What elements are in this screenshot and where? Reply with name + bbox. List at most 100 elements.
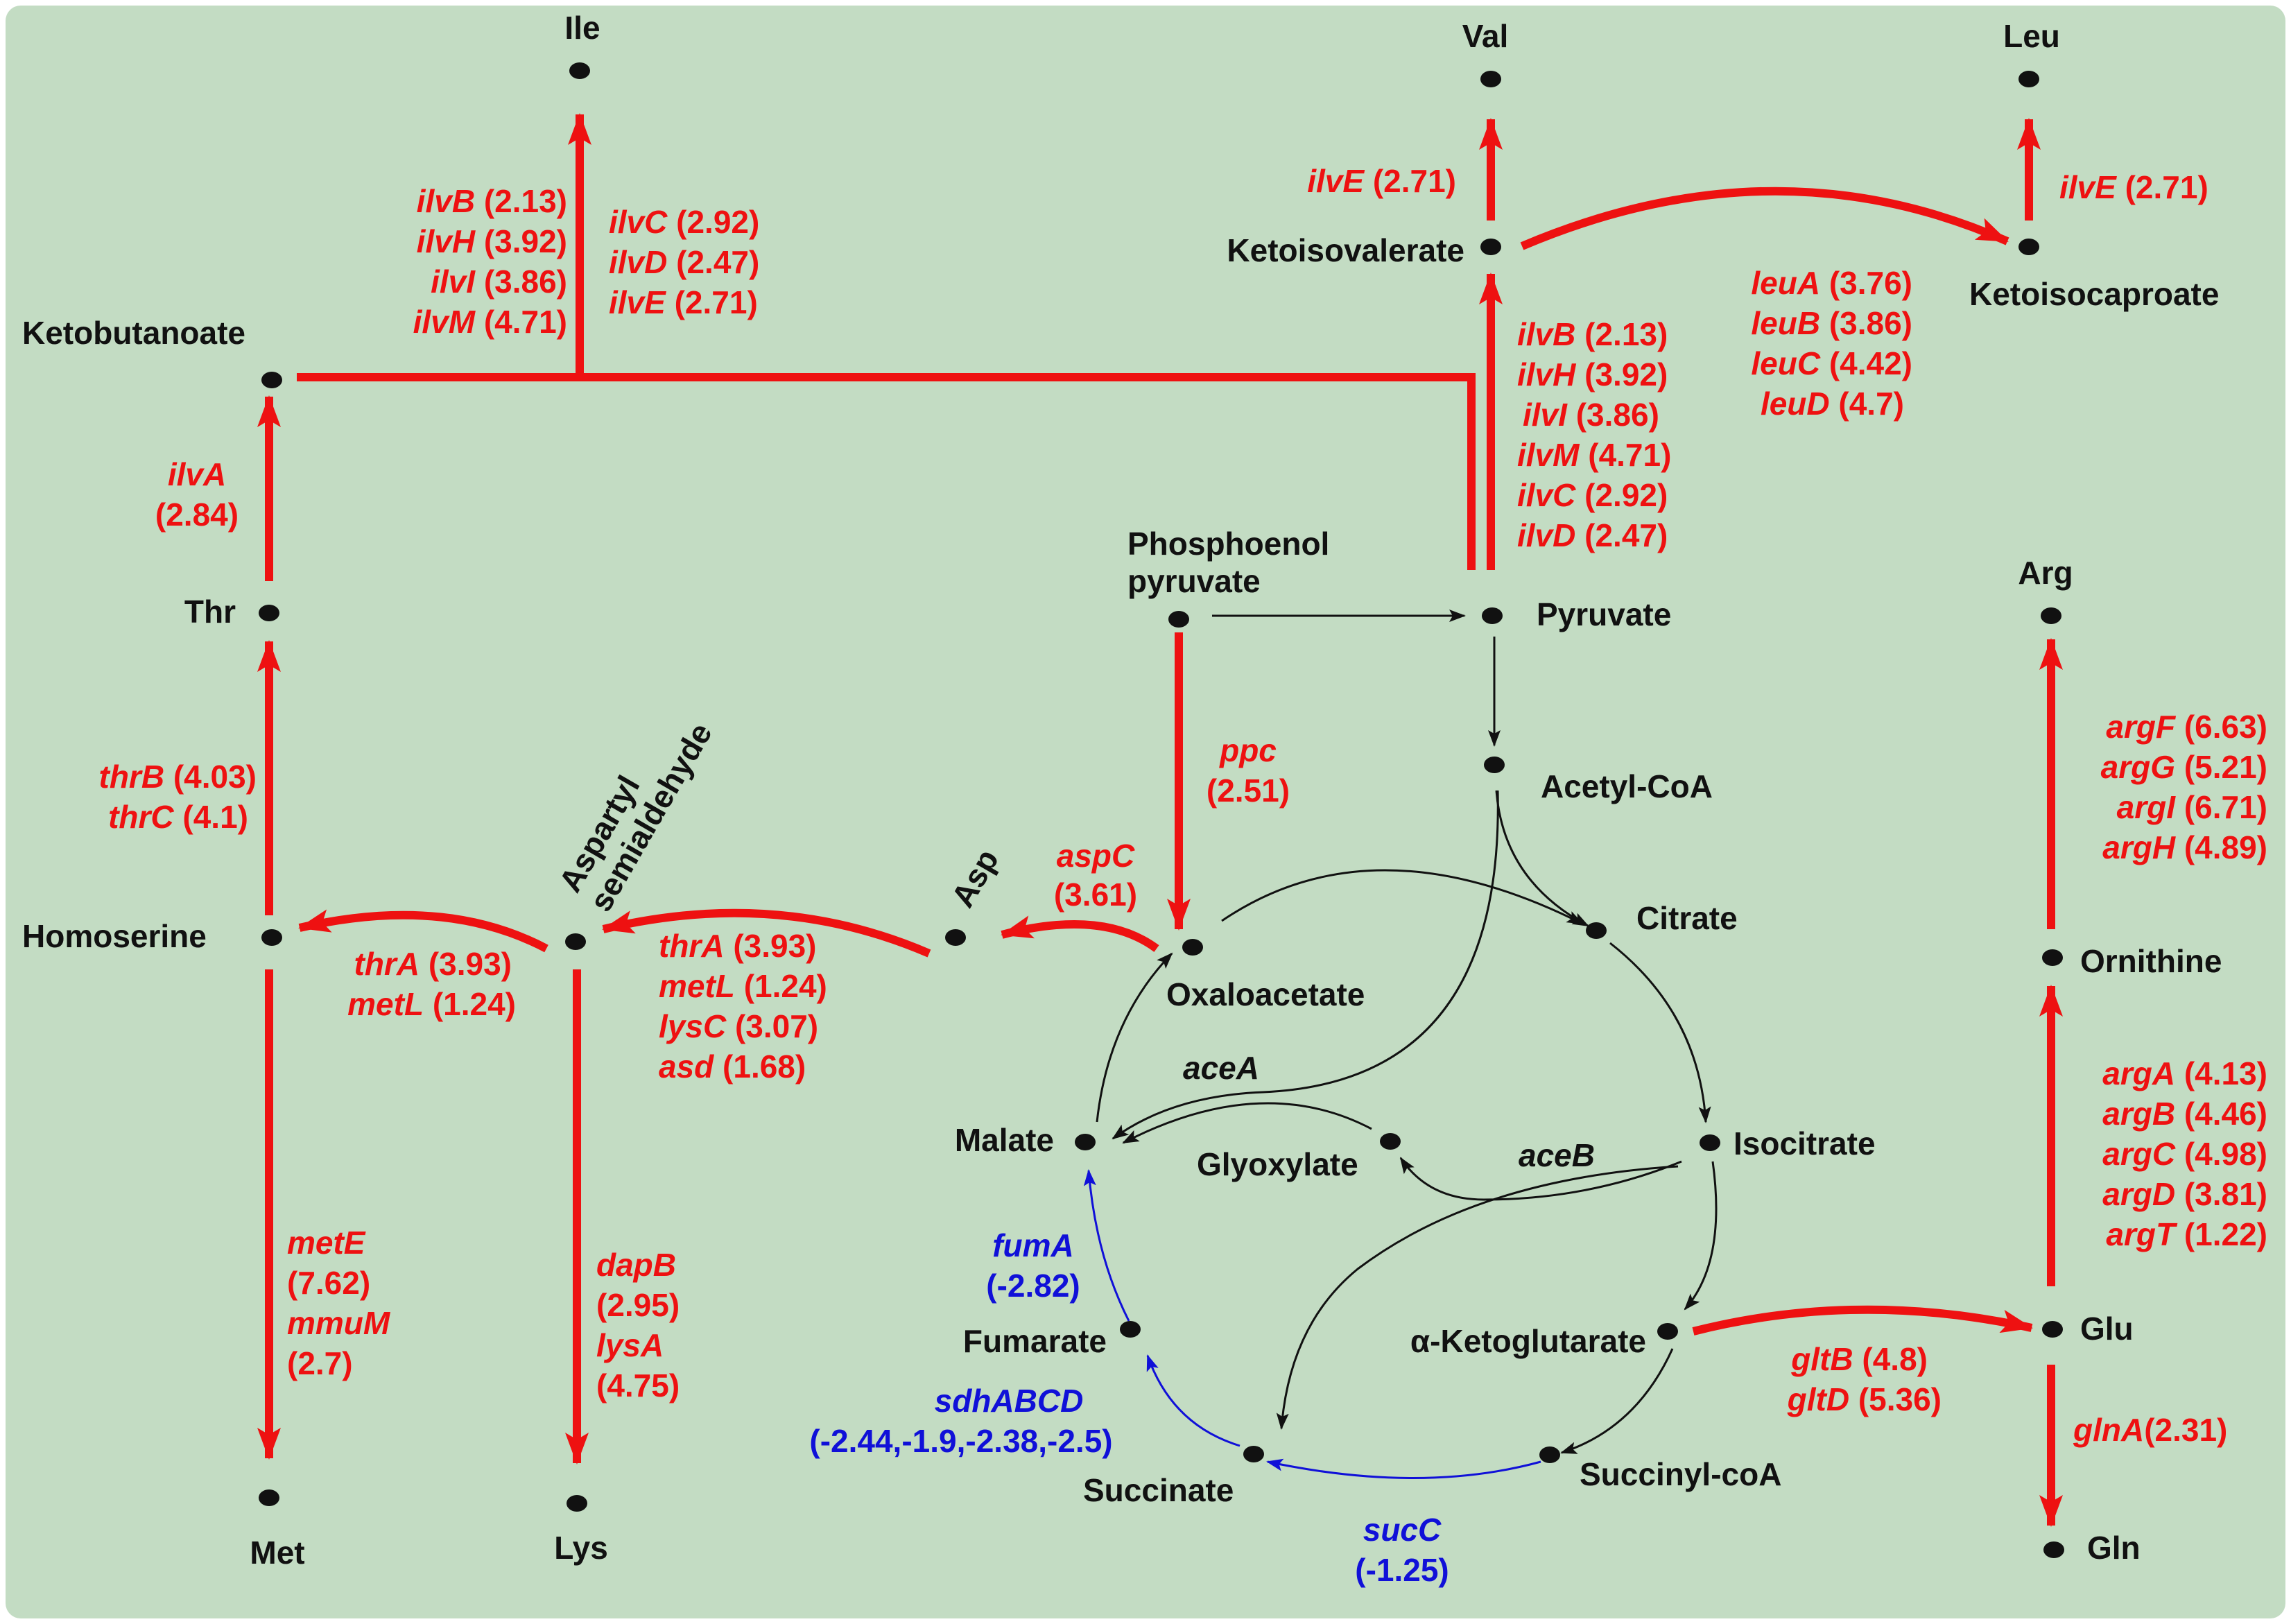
gene-pyr-up-4: ilvM (4.71) bbox=[1517, 437, 1671, 473]
label-pep-1: Phosphoenol bbox=[1127, 526, 1329, 562]
arrow-akg-to-succinylcoa bbox=[1560, 1348, 1674, 1454]
downregulated-arrows bbox=[1083, 1169, 1541, 1479]
gene-arg-lower-5: argT (1.22) bbox=[2106, 1216, 2267, 1252]
node-lys bbox=[567, 1495, 587, 1512]
gene-lys-1: dapB bbox=[596, 1247, 676, 1283]
node-ketobutanoate bbox=[261, 372, 282, 388]
gene-aspC-value: (3.61) bbox=[1054, 876, 1137, 913]
node-glyoxylate bbox=[1380, 1133, 1401, 1150]
node-asp bbox=[945, 929, 966, 946]
label-gln: Gln bbox=[2087, 1530, 2141, 1566]
node-malate bbox=[1075, 1134, 1096, 1150]
gene-aceA: aceA bbox=[1183, 1050, 1259, 1086]
gene-pyr-up-3: ilvI (3.86) bbox=[1523, 397, 1659, 433]
gene-sdhABCD-name: sdhABCD bbox=[935, 1383, 1084, 1419]
node-arg bbox=[2041, 607, 2061, 624]
node-ile bbox=[569, 62, 590, 79]
label-arg: Arg bbox=[2018, 555, 2073, 591]
gene-met-3: mmuM bbox=[287, 1305, 391, 1341]
node-ketoisovalerate bbox=[1480, 239, 1501, 255]
gene-met-4: (2.7) bbox=[287, 1345, 353, 1381]
gene-pyr-up-1: ilvB (2.13) bbox=[1517, 316, 1668, 352]
arrow-malate-to-oxaloacetate bbox=[1096, 952, 1173, 1123]
label-lys: Lys bbox=[554, 1530, 608, 1566]
arrow-isocitrate-to-glyoxylate-aceB bbox=[1399, 1157, 1682, 1201]
gene-aspsa-4: asd (1.68) bbox=[659, 1048, 806, 1085]
gene-ile-right-3: ilvE (2.71) bbox=[609, 284, 758, 320]
label-homoserine: Homoserine bbox=[22, 918, 207, 954]
label-fumarate: Fumarate bbox=[963, 1323, 1107, 1359]
gene-glnA: glnA(2.31) bbox=[2073, 1412, 2227, 1448]
gene-thr-2: thrC (4.1) bbox=[108, 799, 248, 835]
gene-pyr-up-2: ilvH (3.92) bbox=[1517, 356, 1668, 392]
gene-aspsa-1: thrA (3.93) bbox=[659, 928, 817, 964]
arrow-aspsa-to-homoserine bbox=[298, 909, 548, 953]
gene-aspsa-3: lysC (3.07) bbox=[659, 1008, 818, 1044]
node-gln bbox=[2043, 1541, 2064, 1558]
gene-labels-downregulated: fumA (-2.82) sdhABCD (-2.44,-1.9,-2.38,-… bbox=[809, 1227, 1449, 1588]
node-thr bbox=[259, 605, 279, 621]
node-homoserine bbox=[261, 929, 282, 946]
gene-ile-left-4: ilvM (4.71) bbox=[413, 304, 567, 340]
arrow-oxaloacetate-to-citrate bbox=[1221, 869, 1584, 925]
label-thr: Thr bbox=[184, 594, 236, 630]
arrow-succinate-to-fumarate bbox=[1146, 1354, 1240, 1447]
gene-ppc-name: ppc bbox=[1218, 732, 1277, 768]
gene-aspsa-2: metL (1.24) bbox=[659, 968, 827, 1004]
gene-arg-lower-4: argD (3.81) bbox=[2102, 1176, 2267, 1212]
label-leu: Leu bbox=[2003, 18, 2060, 54]
label-ile: Ile bbox=[564, 10, 600, 46]
label-met: Met bbox=[250, 1535, 304, 1571]
label-succinylcoa: Succinyl-coA bbox=[1580, 1456, 1781, 1492]
label-glyoxylate: Glyoxylate bbox=[1197, 1146, 1358, 1182]
gene-ile-left-1: ilvB (2.13) bbox=[417, 183, 567, 219]
gene-ile-right-1: ilvC (2.92) bbox=[609, 204, 759, 240]
node-succinate bbox=[1243, 1446, 1264, 1462]
pathway-arrows bbox=[1096, 610, 1718, 1454]
label-val: Val bbox=[1462, 18, 1509, 54]
arrow-isocitrate-to-succinate bbox=[1276, 1165, 1679, 1430]
gene-ilvA-value: (2.84) bbox=[155, 496, 239, 533]
gene-homoserine-2: metL (1.24) bbox=[347, 986, 516, 1022]
gene-leu-branch-4: leuD (4.7) bbox=[1761, 386, 1904, 422]
arrow-succinylcoa-to-succinate bbox=[1266, 1458, 1541, 1479]
gene-lys-3: lysA bbox=[596, 1327, 664, 1363]
label-ketobutanoate: Ketobutanoate bbox=[22, 315, 245, 351]
gene-ile-left-2: ilvH (3.92) bbox=[417, 223, 567, 259]
label-akg: α-Ketoglutarate bbox=[1410, 1323, 1646, 1359]
label-citrate: Citrate bbox=[1636, 900, 1738, 936]
arrow-ketoisovalerate-to-ketoisocaproate bbox=[1520, 187, 2009, 250]
gene-pyr-up-5: ilvC (2.92) bbox=[1517, 477, 1668, 513]
gene-sucC-name: sucC bbox=[1363, 1512, 1442, 1548]
metabolite-nodes bbox=[259, 62, 2064, 1558]
node-ornithine bbox=[2042, 949, 2063, 966]
label-ketoisovalerate: Ketoisovalerate bbox=[1227, 232, 1464, 268]
arrow-ketobutanoate-to-pyruvate bbox=[297, 373, 1476, 570]
node-succinylcoa bbox=[1539, 1446, 1560, 1463]
gene-sdhABCD-value: (-2.44,-1.9,-2.38,-2.5) bbox=[809, 1423, 1112, 1459]
node-citrate bbox=[1586, 922, 1607, 939]
gene-homoserine-1: thrA (3.93) bbox=[354, 946, 512, 982]
label-succinate: Succinate bbox=[1083, 1472, 1234, 1508]
label-malate: Malate bbox=[955, 1122, 1054, 1158]
gene-labels-upregulated: ilvB (2.13) ilvH (3.92) ilvI (3.86) ilvM… bbox=[99, 163, 2268, 1448]
gene-lys-2: (2.95) bbox=[596, 1287, 680, 1323]
gene-leu-branch-2: leuB (3.86) bbox=[1751, 305, 1912, 341]
label-isocitrate: Isocitrate bbox=[1734, 1125, 1876, 1161]
node-aspsa bbox=[565, 933, 586, 950]
gene-ile-left-3: ilvI (3.86) bbox=[431, 264, 567, 300]
gene-glu-1: gltB (4.8) bbox=[1790, 1341, 1928, 1377]
node-pyruvate bbox=[1482, 607, 1503, 624]
gene-arg-lower-3: argC (4.98) bbox=[2102, 1136, 2267, 1172]
gene-fumA-value: (-2.82) bbox=[986, 1268, 1080, 1304]
arrow-akg-to-glu bbox=[1692, 1305, 2033, 1336]
gene-leu-branch-3: leuC (4.42) bbox=[1751, 345, 1912, 381]
gene-arg-upper-4: argH (4.89) bbox=[2102, 829, 2267, 865]
node-glu bbox=[2042, 1321, 2063, 1338]
gene-leu: ilvE (2.71) bbox=[2059, 169, 2208, 205]
gene-sucC-value: (-1.25) bbox=[1355, 1552, 1449, 1588]
gene-glu-2: gltD (5.36) bbox=[1787, 1381, 1942, 1417]
label-pep-2: pyruvate bbox=[1127, 563, 1261, 599]
node-oxaloacetate bbox=[1182, 939, 1203, 956]
node-leu bbox=[2018, 71, 2039, 87]
